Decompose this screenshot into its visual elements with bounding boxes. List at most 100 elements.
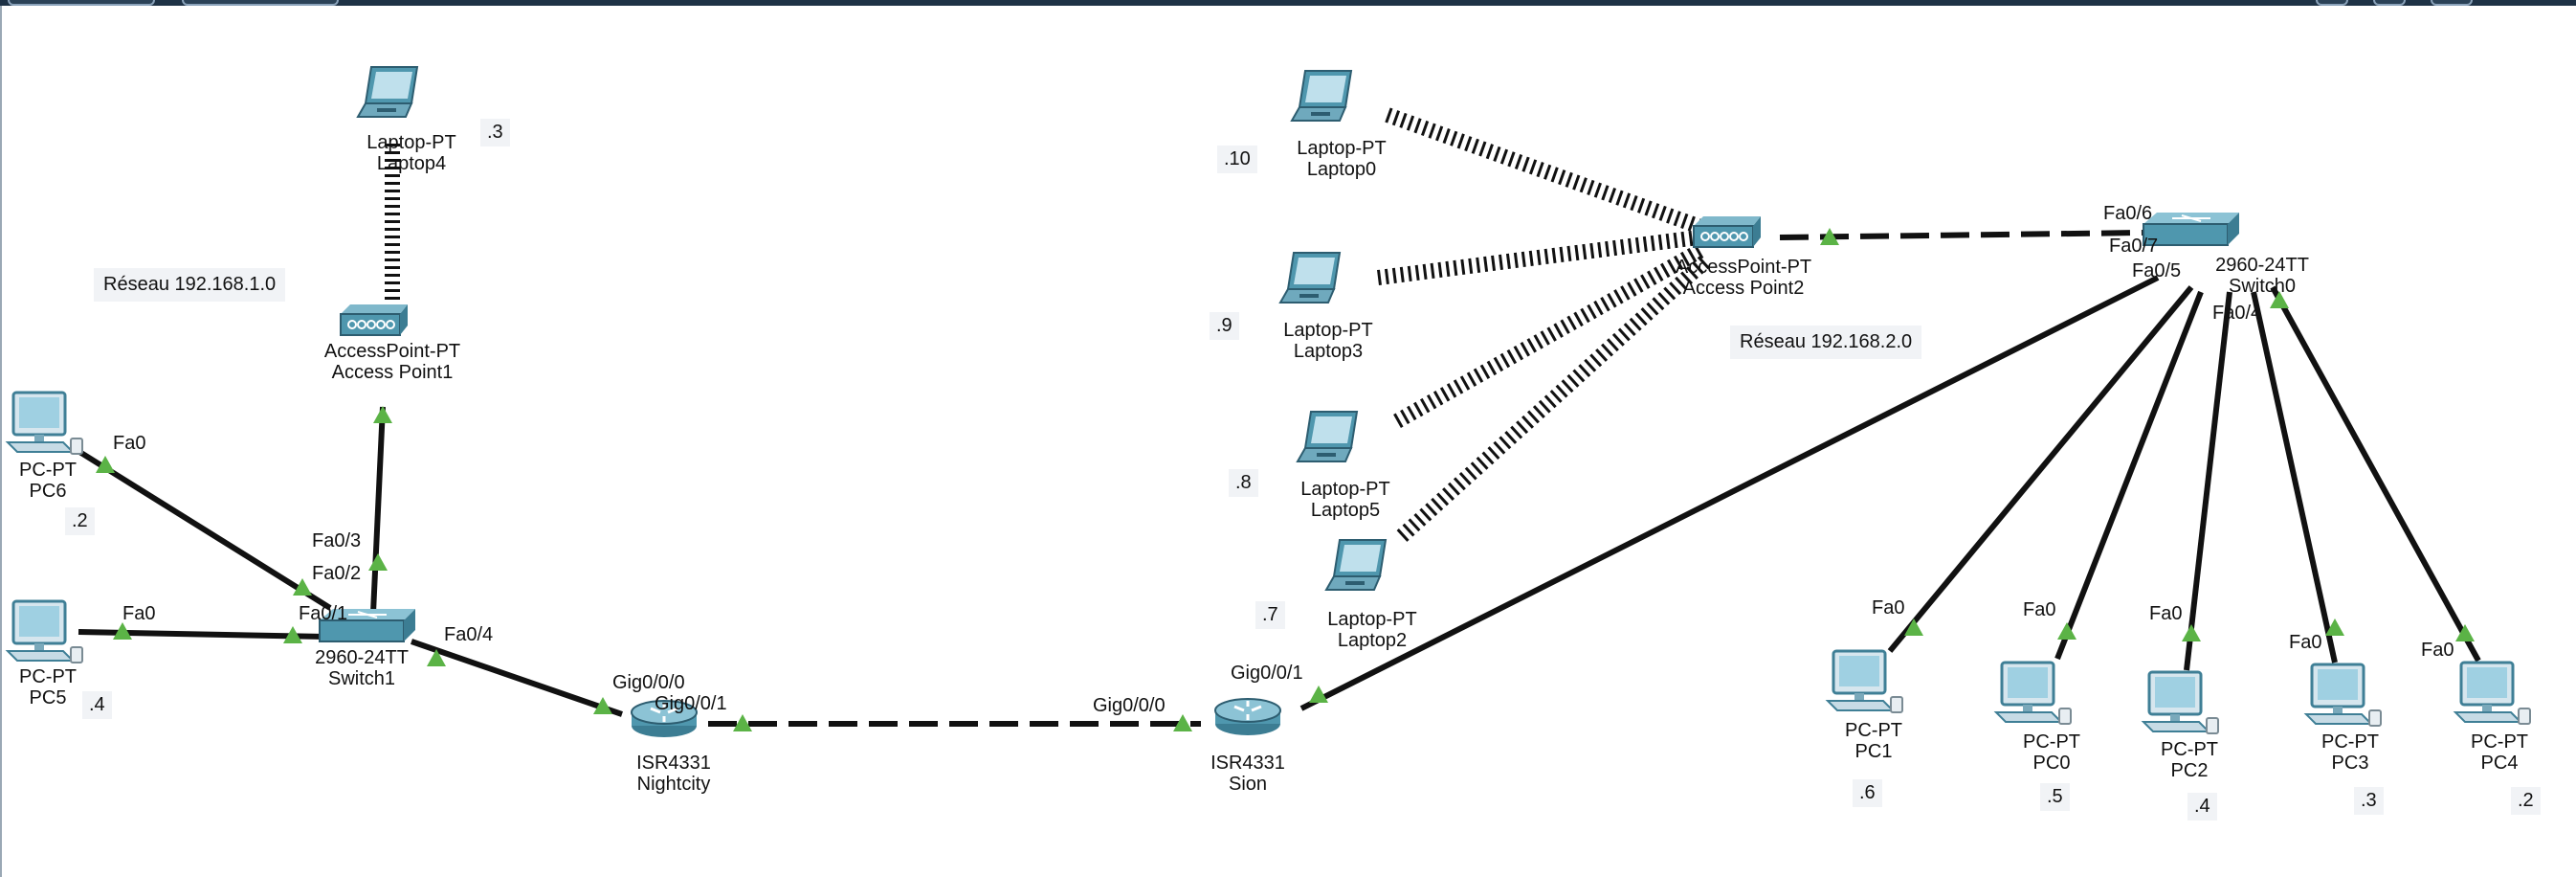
top-toolbar-strip (0, 0, 2576, 6)
device-name: Access Point1 (331, 362, 454, 383)
device-name: Laptop4 (376, 153, 447, 174)
device-type: PC-PT (2161, 739, 2218, 760)
device-type: PC-PT (19, 460, 77, 481)
device-type: ISR4331 (1210, 753, 1285, 774)
ip-label-pc1[interactable]: .6 (1853, 779, 1882, 807)
ip-label-pc0[interactable]: .5 (2040, 783, 2070, 811)
pc-icon[interactable] (1994, 661, 2073, 726)
device-name: PC1 (1854, 741, 1893, 762)
device-name: Switch0 (2228, 276, 2297, 297)
ip-label-laptop5[interactable]: .8 (1229, 469, 1258, 497)
toolbar-button[interactable] (2316, 0, 2348, 6)
port-label: Gig0/0/1 (655, 693, 727, 714)
device-label-nightcity: ISR4331 Nightcity (636, 753, 711, 795)
device-type: PC-PT (1845, 720, 1902, 741)
ip-label-laptop0[interactable]: .10 (1217, 146, 1257, 173)
device-type: Laptop-PT (1283, 320, 1373, 341)
device-name: PC6 (29, 481, 67, 502)
port-label: Fa0/5 (2132, 260, 2182, 281)
link-switch0-pc0 (2054, 290, 2204, 661)
laptop-icon[interactable] (1297, 411, 1358, 462)
port-label: Fa0 (2023, 599, 2056, 620)
device-type: PC-PT (2471, 731, 2528, 753)
device-type: 2960-24TT (315, 647, 409, 668)
device-type: PC-PT (2023, 731, 2080, 753)
link-switch1-nightcity (411, 639, 623, 717)
device-type: Laptop-PT (366, 132, 456, 153)
port-label: Gig0/0/0 (1093, 695, 1166, 716)
laptop-icon[interactable] (1279, 252, 1341, 304)
wireless-link-laptop3-ap2 (1377, 230, 1699, 285)
ip-label-pc5[interactable]: .4 (82, 691, 112, 719)
link-switch0-pc4 (2270, 285, 2481, 663)
laptop-icon[interactable] (1291, 70, 1352, 122)
toolbar-button[interactable] (8, 0, 155, 6)
device-name: PC0 (2032, 753, 2071, 774)
device-type: AccessPoint-PT (1675, 257, 1812, 278)
link-switch0-pc3 (2251, 291, 2338, 663)
pc-icon[interactable] (2454, 661, 2532, 726)
laptop-icon[interactable] (357, 66, 418, 118)
ip-label-laptop2[interactable]: .7 (1255, 601, 1285, 629)
toolbar-button[interactable] (182, 0, 339, 6)
ip-label-laptop3[interactable]: .9 (1210, 312, 1239, 340)
device-name: PC5 (29, 687, 67, 708)
access-point-icon[interactable] (1693, 215, 1762, 248)
device-label-laptop4: Laptop-PT Laptop4 (366, 132, 455, 174)
device-label-pc4: PC-PT PC4 (2471, 731, 2528, 774)
device-type: AccessPoint-PT (323, 341, 461, 362)
link-ap2-switch0 (1779, 230, 2144, 240)
port-label: Fa0/3 (312, 530, 362, 551)
network-label-left[interactable]: Réseau 192.168.1.0 (94, 268, 286, 302)
device-label-pc5: PC-PT PC5 (19, 666, 77, 708)
access-point-icon[interactable] (340, 304, 409, 336)
device-name: Switch1 (327, 668, 396, 689)
device-type: Laptop-PT (1297, 138, 1387, 159)
link-ap1-switch1 (370, 406, 386, 614)
pc-icon[interactable] (2142, 670, 2220, 735)
device-type: PC-PT (19, 666, 77, 687)
ip-label-laptop4[interactable]: .3 (480, 119, 510, 146)
device-label-pc2: PC-PT PC2 (2161, 739, 2218, 781)
port-label: Fa0/2 (312, 563, 362, 584)
device-name: Nightcity (636, 774, 711, 795)
device-label-laptop5: Laptop-PT Laptop5 (1300, 479, 1389, 521)
pc-icon[interactable] (2304, 663, 2383, 728)
pc-icon[interactable] (6, 391, 84, 456)
router-icon[interactable] (1213, 697, 1282, 737)
device-label-ap1: AccessPoint-PT Access Point1 (324, 341, 460, 383)
ip-label-pc6[interactable]: .2 (65, 507, 95, 535)
pc-icon[interactable] (1826, 649, 1904, 714)
device-type: 2960-24TT (2215, 255, 2309, 276)
link-switch0-pc2 (2184, 291, 2232, 671)
device-label-laptop0: Laptop-PT Laptop0 (1297, 138, 1386, 180)
workspace-border (0, 6, 2, 877)
port-label: Fa0 (2149, 603, 2183, 624)
laptop-icon[interactable] (1325, 539, 1387, 591)
ip-label-pc4[interactable]: .2 (2511, 787, 2541, 815)
device-name: PC2 (2170, 760, 2209, 781)
device-label-pc3: PC-PT PC3 (2321, 731, 2379, 774)
network-label-right[interactable]: Réseau 192.168.2.0 (1730, 326, 1922, 359)
device-label-ap2: AccessPoint-PT Access Point2 (1676, 257, 1811, 299)
device-label-laptop2: Laptop-PT Laptop2 (1327, 609, 1416, 651)
port-label: Fa0 (2289, 632, 2322, 653)
device-name: Laptop0 (1306, 159, 1377, 180)
pc-icon[interactable] (6, 599, 84, 664)
port-label: Fa0/6 (2103, 203, 2153, 224)
toolbar-button[interactable] (2373, 0, 2406, 6)
port-label: Fa0/4 (444, 624, 494, 645)
port-label: Fa0 (2421, 640, 2454, 661)
device-label-pc1: PC-PT PC1 (1845, 720, 1902, 762)
port-label: Fa0/4 (2212, 303, 2262, 324)
toolbar-button[interactable] (2431, 0, 2473, 6)
ip-label-pc2[interactable]: .4 (2187, 793, 2217, 821)
device-label-switch1: 2960-24TT Switch1 (315, 647, 409, 689)
port-label: Gig0/0/0 (612, 672, 685, 693)
device-label-sion: ISR4331 Sion (1210, 753, 1285, 795)
device-name: Laptop5 (1310, 500, 1381, 521)
wireless-link-laptop5-ap2 (1393, 242, 1707, 428)
ip-label-pc3[interactable]: .3 (2354, 787, 2384, 815)
wireless-link-laptop0-ap2 (1385, 107, 1706, 236)
